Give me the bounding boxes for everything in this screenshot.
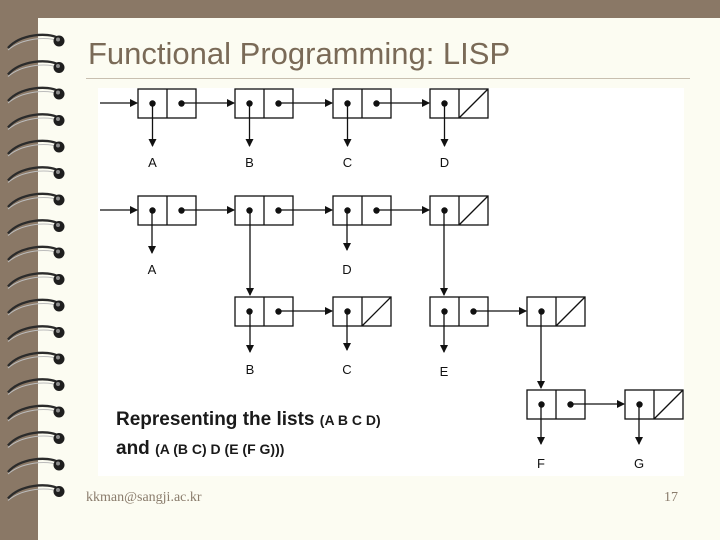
atom-label: D [342, 262, 351, 277]
atom-label: C [343, 155, 352, 170]
caption-text-1: Representing the lists [116, 409, 320, 430]
diagram-caption: Representing the lists (A B C D) and (A … [116, 406, 381, 464]
spiral-ring [7, 351, 65, 369]
spiral-ring [7, 298, 65, 316]
spiral-ring [7, 60, 65, 77]
atom-label: B [246, 362, 255, 377]
spiral-ring [7, 325, 65, 342]
spiral-ring [7, 86, 65, 104]
spiral-ring [7, 378, 65, 395]
spiral-ring [7, 113, 65, 130]
list-diagram: A B C D A D B C E F G [98, 88, 684, 476]
spiral-ring [7, 166, 65, 183]
atom-label: C [342, 362, 351, 377]
cons-cell [429, 195, 489, 226]
cons-cell [332, 88, 392, 119]
spiral-ring [7, 219, 65, 236]
caption-text-2: and [116, 438, 156, 459]
spiral-ring [7, 431, 65, 448]
spiral-ring [7, 245, 65, 263]
caption-line-1: Representing the lists (A B C D) [116, 406, 381, 435]
caption-list-2: (A (B C) D (E (F G))) [155, 441, 285, 457]
cons-cell [429, 88, 489, 119]
page-number: 17 [664, 490, 678, 505]
cons-cell [526, 296, 586, 327]
diagram-background [98, 88, 684, 476]
atom-label: A [148, 155, 157, 170]
atom-label: A [148, 262, 157, 277]
atom-label: D [440, 155, 449, 170]
slide-title: Functional Programming: LISP [88, 36, 511, 71]
spiral-ring [7, 457, 65, 475]
caption-line-2: and (A (B C) D (E (F G))) [116, 435, 381, 464]
cons-cell [624, 389, 684, 420]
spiral-binding [7, 33, 65, 501]
footer-email: kkman@sangji.ac.kr [86, 490, 202, 505]
atom-label: E [440, 364, 449, 379]
title-divider [86, 78, 690, 79]
spiral-ring [7, 484, 65, 501]
atom-label: F [537, 456, 545, 471]
spiral-ring [7, 192, 65, 210]
atom-label: B [245, 155, 254, 170]
spiral-ring [7, 404, 65, 422]
cons-cell [234, 88, 294, 119]
cons-cell [332, 296, 392, 327]
spiral-ring [7, 33, 65, 51]
spiral-ring [7, 139, 65, 157]
spiral-ring [7, 272, 65, 289]
atom-label: G [634, 456, 644, 471]
caption-list-1: (A B C D) [319, 412, 381, 428]
